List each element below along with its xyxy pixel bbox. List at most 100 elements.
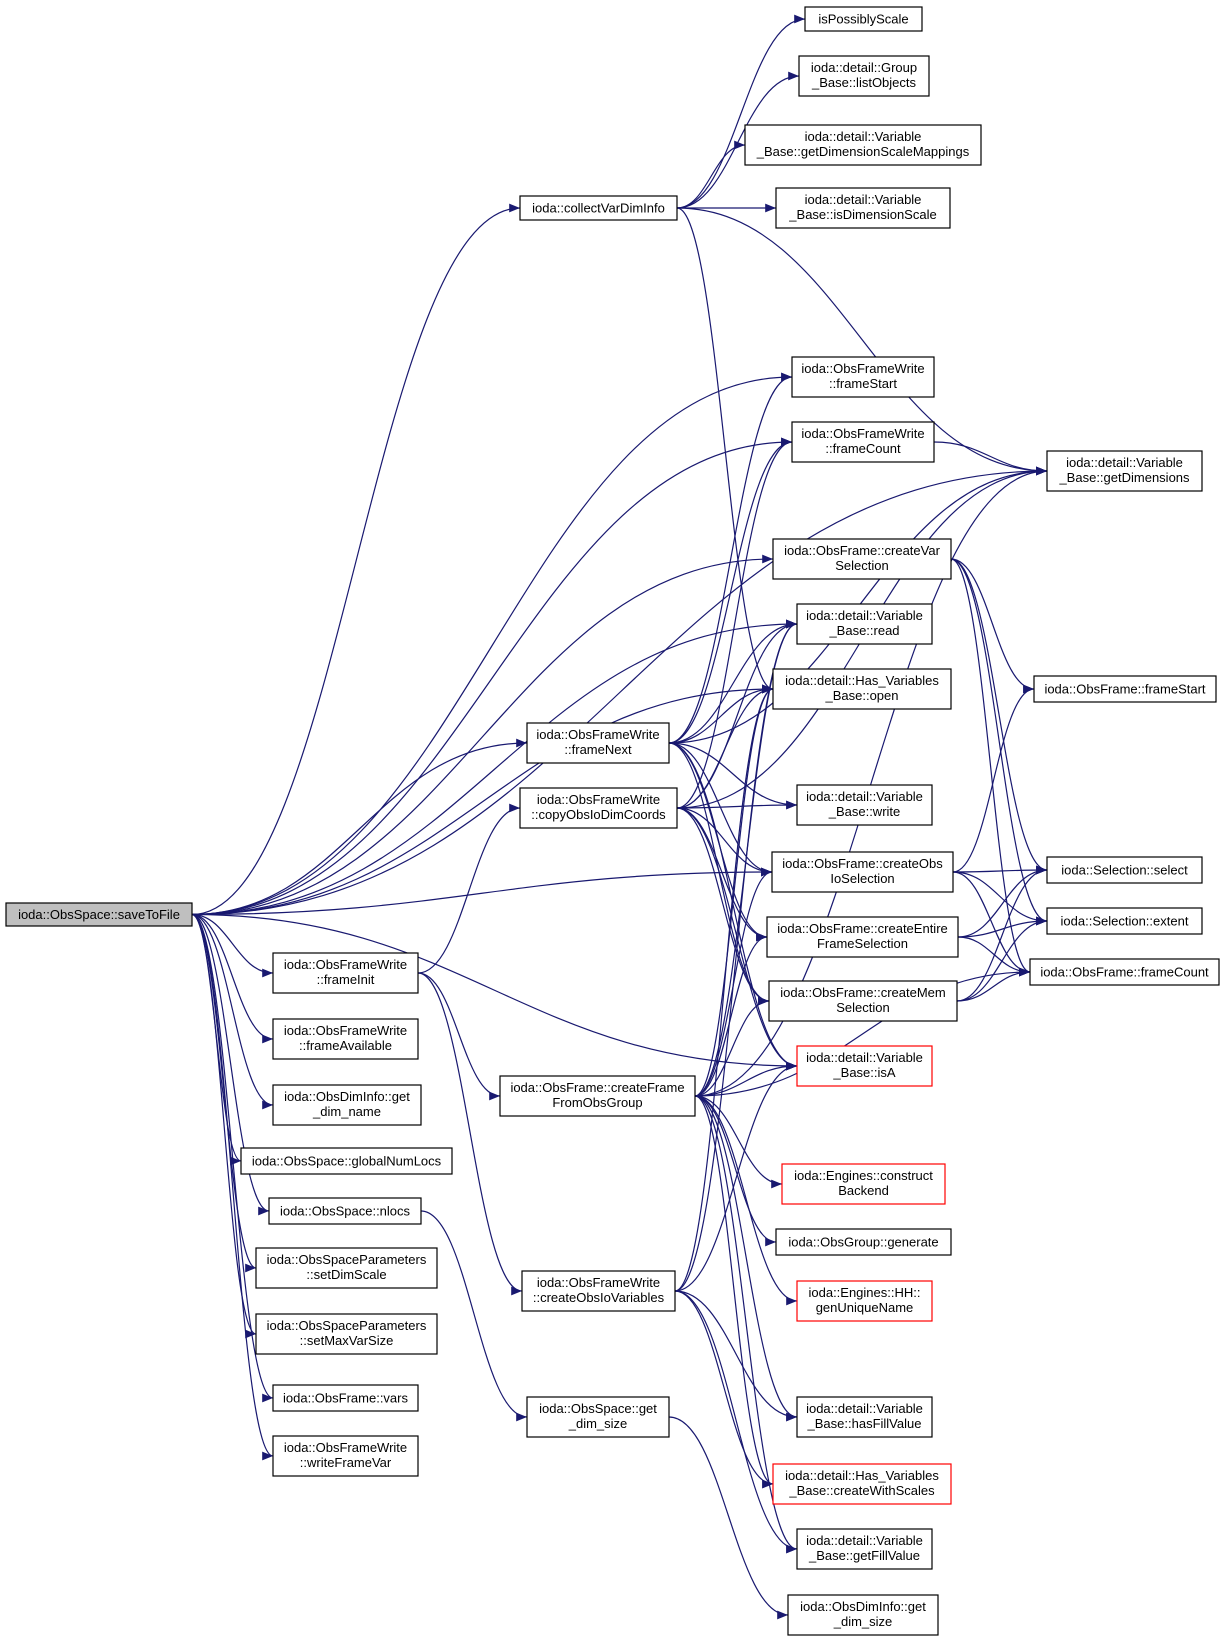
node-label: Selection <box>835 558 888 573</box>
node-box <box>768 980 958 1022</box>
edge-nlocs-to-os-get-dim-size <box>420 1210 528 1422</box>
edge-copy-dim-coords-to-fw-frame-count <box>676 437 793 809</box>
edge-create-frame-to-gen-unique-name <box>694 1095 798 1306</box>
node-box <box>744 124 982 166</box>
node-box <box>1046 450 1203 492</box>
node-label: _Base::write <box>828 804 901 819</box>
node-label: ::frameInit <box>317 972 375 987</box>
node-open[interactable]: ioda::detail::Has_Variables_Base::open <box>772 668 952 710</box>
node-collect-var-dim-info[interactable]: ioda::collectVarDimInfo <box>519 195 678 221</box>
node-list-objects[interactable]: ioda::detail::Group_Base::listObjects <box>798 55 930 97</box>
node-box <box>796 784 933 826</box>
node-label: ioda::Selection::extent <box>1061 914 1189 929</box>
node-label: ioda::ObsFrame::createMem <box>780 985 945 1000</box>
node-is-dim-scale[interactable]: ioda::detail::Variable_Base::isDimension… <box>775 187 951 229</box>
node-label: _Base::getDimensionScaleMappings <box>756 144 970 159</box>
node-box <box>272 1018 419 1060</box>
edge-save-to-file-to-collect-var-dim-info <box>191 203 521 916</box>
node-label: ioda::ObsSpaceParameters <box>267 1318 427 1333</box>
node-global-num-locs[interactable]: ioda::ObsSpace::globalNumLocs <box>240 1147 453 1175</box>
node-of-frame-count[interactable]: ioda::ObsFrame::frameCount <box>1029 958 1220 986</box>
node-frame-init[interactable]: ioda::ObsFrameWrite::frameInit <box>272 952 419 994</box>
node-vars[interactable]: ioda::ObsFrame::vars <box>272 1384 419 1412</box>
node-get-fill-value[interactable]: ioda::detail::Variable_Base::getFillValu… <box>796 1528 933 1570</box>
edge-create-obs-io-sel-to-extent <box>952 871 1048 926</box>
node-copy-dim-coords[interactable]: ioda::ObsFrameWrite::copyObsIoDimCoords <box>519 787 678 829</box>
call-edges <box>191 14 1048 1620</box>
node-write[interactable]: ioda::detail::Variable_Base::write <box>796 784 933 826</box>
node-label: ioda::detail::Variable <box>805 192 922 207</box>
node-label: ioda::ObsFrameWrite <box>537 1275 660 1290</box>
node-create-obs-io-vars[interactable]: ioda::ObsFrameWrite::createObsIoVariable… <box>521 1270 676 1312</box>
edge-create-var-sel-to-of-frame-start <box>950 558 1035 694</box>
node-box <box>804 6 923 32</box>
node-odi-get-dim-size[interactable]: ioda::ObsDimInfo::get_dim_size <box>787 1594 939 1636</box>
node-label: _Base::isDimensionScale <box>788 207 936 222</box>
node-get-dim-scale-map[interactable]: ioda::detail::Variable_Base::getDimensio… <box>744 124 982 166</box>
node-create-with-scales[interactable]: ioda::detail::Has_Variables_Base::create… <box>772 1463 952 1505</box>
edge-frame-init-to-create-obs-io-vars <box>417 972 523 1296</box>
node-label: ioda::ObsFrameWrite <box>801 426 924 441</box>
edge-save-to-file-to-fw-frame-count <box>191 437 793 916</box>
edge-create-frame-to-create-mem-sel <box>694 996 770 1097</box>
node-box <box>272 1384 419 1412</box>
node-extent[interactable]: ioda::Selection::extent <box>1046 907 1203 935</box>
edge-create-obs-io-vars-to-get-fill-value <box>674 1290 798 1554</box>
node-box <box>519 195 678 221</box>
node-box <box>796 1280 933 1322</box>
edge-save-to-file-to-open <box>191 684 774 916</box>
node-label: _dim_name <box>312 1104 381 1119</box>
node-label: FrameSelection <box>817 936 908 951</box>
node-select[interactable]: ioda::Selection::select <box>1046 856 1203 884</box>
node-has-fill-value[interactable]: ioda::detail::Variable_Base::hasFillValu… <box>796 1396 933 1438</box>
edge-create-entire-sel-to-extent <box>957 916 1048 938</box>
node-of-frame-start[interactable]: ioda::ObsFrame::frameStart <box>1033 675 1217 703</box>
node-box <box>521 1270 676 1312</box>
node-label: _Base::open <box>824 688 898 703</box>
node-get-dimensions[interactable]: ioda::detail::Variable_Base::getDimensio… <box>1046 450 1203 492</box>
node-label: ioda::ObsGroup::generate <box>788 1235 938 1250</box>
node-box <box>272 1084 422 1126</box>
node-label: ioda::ObsFrame::frameCount <box>1040 965 1209 980</box>
node-box <box>772 538 952 580</box>
node-create-entire-sel[interactable]: ioda::ObsFrame::createEntireFrameSelecti… <box>766 916 959 958</box>
node-label: ioda::detail::Variable <box>806 1401 923 1416</box>
node-label: ::frameStart <box>829 376 897 391</box>
node-read[interactable]: ioda::detail::Variable_Base::read <box>796 603 933 645</box>
node-set-dim-scale[interactable]: ioda::ObsSpaceParameters::setDimScale <box>255 1247 438 1289</box>
node-fw-frame-start[interactable]: ioda::ObsFrameWrite::frameStart <box>791 356 935 398</box>
node-set-max-var-size[interactable]: ioda::ObsSpaceParameters::setMaxVarSize <box>255 1313 438 1355</box>
node-box <box>772 1463 952 1505</box>
node-box <box>1046 856 1203 884</box>
node-label: ioda::Selection::select <box>1061 863 1188 878</box>
edge-create-obs-io-sel-to-select <box>952 865 1048 875</box>
node-is-a[interactable]: ioda::detail::Variable_Base::isA <box>796 1045 933 1087</box>
node-write-frame-var[interactable]: ioda::ObsFrameWrite::writeFrameVar <box>272 1435 419 1477</box>
node-gen-unique-name[interactable]: ioda::Engines::HH::genUniqueName <box>796 1280 933 1322</box>
node-fw-frame-count[interactable]: ioda::ObsFrameWrite::frameCount <box>791 421 935 463</box>
edge-save-to-file-to-get-dim-name <box>191 913 274 1110</box>
node-label: ioda::ObsFrameWrite <box>536 727 659 742</box>
node-label: ioda::ObsSpace::saveToFile <box>18 907 180 922</box>
node-label: _Base::getFillValue <box>808 1548 920 1563</box>
node-is-possibly-scale[interactable]: isPossiblyScale <box>804 6 923 32</box>
node-box <box>5 902 193 927</box>
node-get-dim-name[interactable]: ioda::ObsDimInfo::get_dim_name <box>272 1084 422 1126</box>
node-save-to-file[interactable]: ioda::ObsSpace::saveToFile <box>5 902 193 927</box>
node-frame-next[interactable]: ioda::ObsFrameWrite::frameNext <box>526 722 670 764</box>
node-frame-available[interactable]: ioda::ObsFrameWrite::frameAvailable <box>272 1018 419 1060</box>
node-generate[interactable]: ioda::ObsGroup::generate <box>775 1228 952 1256</box>
node-nlocs[interactable]: ioda::ObsSpace::nlocs <box>268 1197 422 1225</box>
node-os-get-dim-size[interactable]: ioda::ObsSpace::get_dim_size <box>526 1396 670 1438</box>
edge-create-frame-to-create-with-scales <box>694 1095 774 1489</box>
node-label: ioda::ObsSpace::get <box>539 1401 657 1416</box>
edge-save-to-file-to-get-dimensions <box>191 466 1048 916</box>
node-box <box>781 1163 946 1205</box>
edge-save-to-file-to-frame-available <box>191 913 274 1044</box>
node-box <box>1029 958 1220 986</box>
